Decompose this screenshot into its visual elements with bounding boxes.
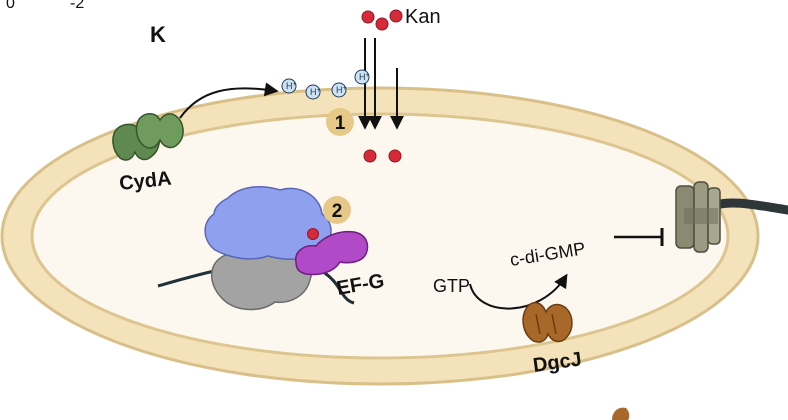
flagellar-motor [675,181,788,253]
svg-text:H+: H+ [310,87,321,97]
kan-molecule [375,17,389,31]
kan-label: Kan [405,6,441,28]
step-1-number: 1 [335,113,346,134]
step-1-badge: 1 [326,108,354,136]
stray-number-right: -2 [70,0,84,12]
proton-h-plus: H+ [354,69,370,85]
panel-letter: K [150,22,166,47]
cropped-fragment [612,407,630,420]
step-2-badge: 2 [323,196,351,224]
inhibition-line [614,228,664,246]
kan-molecules-outside [361,9,403,31]
dgcj-conversion-arrow [469,273,568,310]
kan-molecule [388,149,402,163]
efg-protein [295,230,369,276]
kan-molecule [389,9,403,23]
cyda-label: CydA [118,168,172,195]
proton-h-plus: H+ [331,82,347,98]
kan-molecule-bound [307,228,319,240]
svg-text:H+: H+ [359,72,370,82]
cytoplasm [30,112,730,360]
stray-number-left: 0 [6,0,15,12]
bacterial-cell [0,86,760,386]
proton-h-plus: H+ [305,84,321,100]
proton-h-plus: H+ [281,78,297,94]
step-2-number: 2 [332,201,343,222]
kan-molecules-inside [363,149,402,163]
svg-text:H+: H+ [286,81,297,91]
kan-molecule [363,149,377,163]
gtp-label: GTP [433,276,470,296]
proton-export-arrow [179,82,279,119]
dgcj-complex [522,301,573,343]
kan-molecule [361,10,375,24]
svg-text:H+: H+ [336,85,347,95]
cyda-complex [112,113,184,161]
